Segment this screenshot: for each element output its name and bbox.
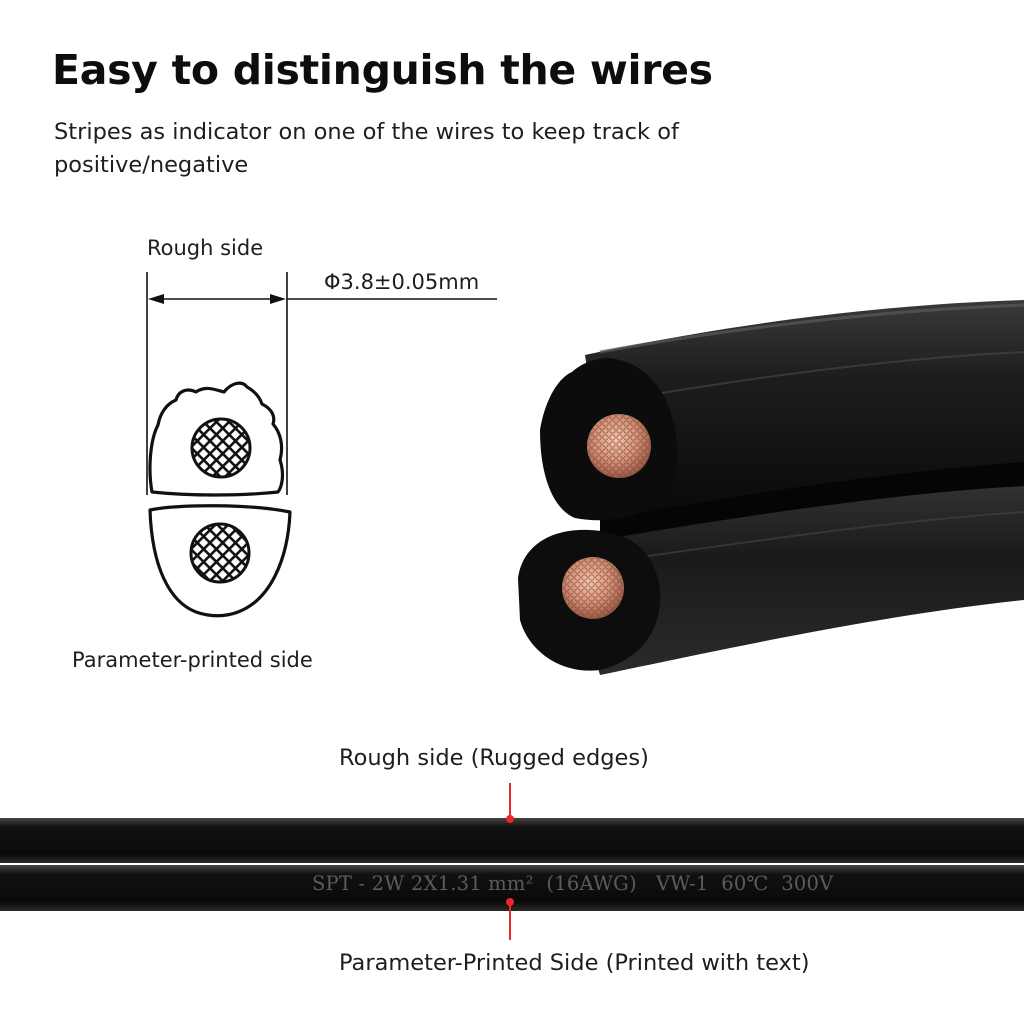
cable-strip <box>0 818 1024 911</box>
rough-side-rugged-edges-label: Rough side (Rugged edges) <box>339 745 649 771</box>
rough-side-marker <box>506 783 514 823</box>
dimension-lines <box>146 272 497 495</box>
parameter-printed-side-label: Parameter-printed side <box>72 648 313 672</box>
dimension-arrows <box>148 294 286 304</box>
parameter-printed-marker <box>506 898 514 940</box>
cable-end-photo <box>518 300 1024 675</box>
diameter-dimension-label: Φ3.8±0.05mm <box>324 270 480 294</box>
rough-side-conductor-mesh <box>190 417 252 479</box>
parameter-printed-side-text-label: Parameter-Printed Side (Printed with tex… <box>339 950 810 976</box>
page-title: Easy to distinguish the wires <box>52 46 713 94</box>
rough-side-label: Rough side <box>147 236 264 260</box>
page-subtitle: Stripes as indicator on one of the wires… <box>54 119 679 178</box>
parameter-side-conductor-mesh <box>189 522 251 584</box>
cable-printed-parameters: SPT - 2W 2X1.31 mm² (16AWG) VW-1 60℃ 300… <box>312 872 834 895</box>
